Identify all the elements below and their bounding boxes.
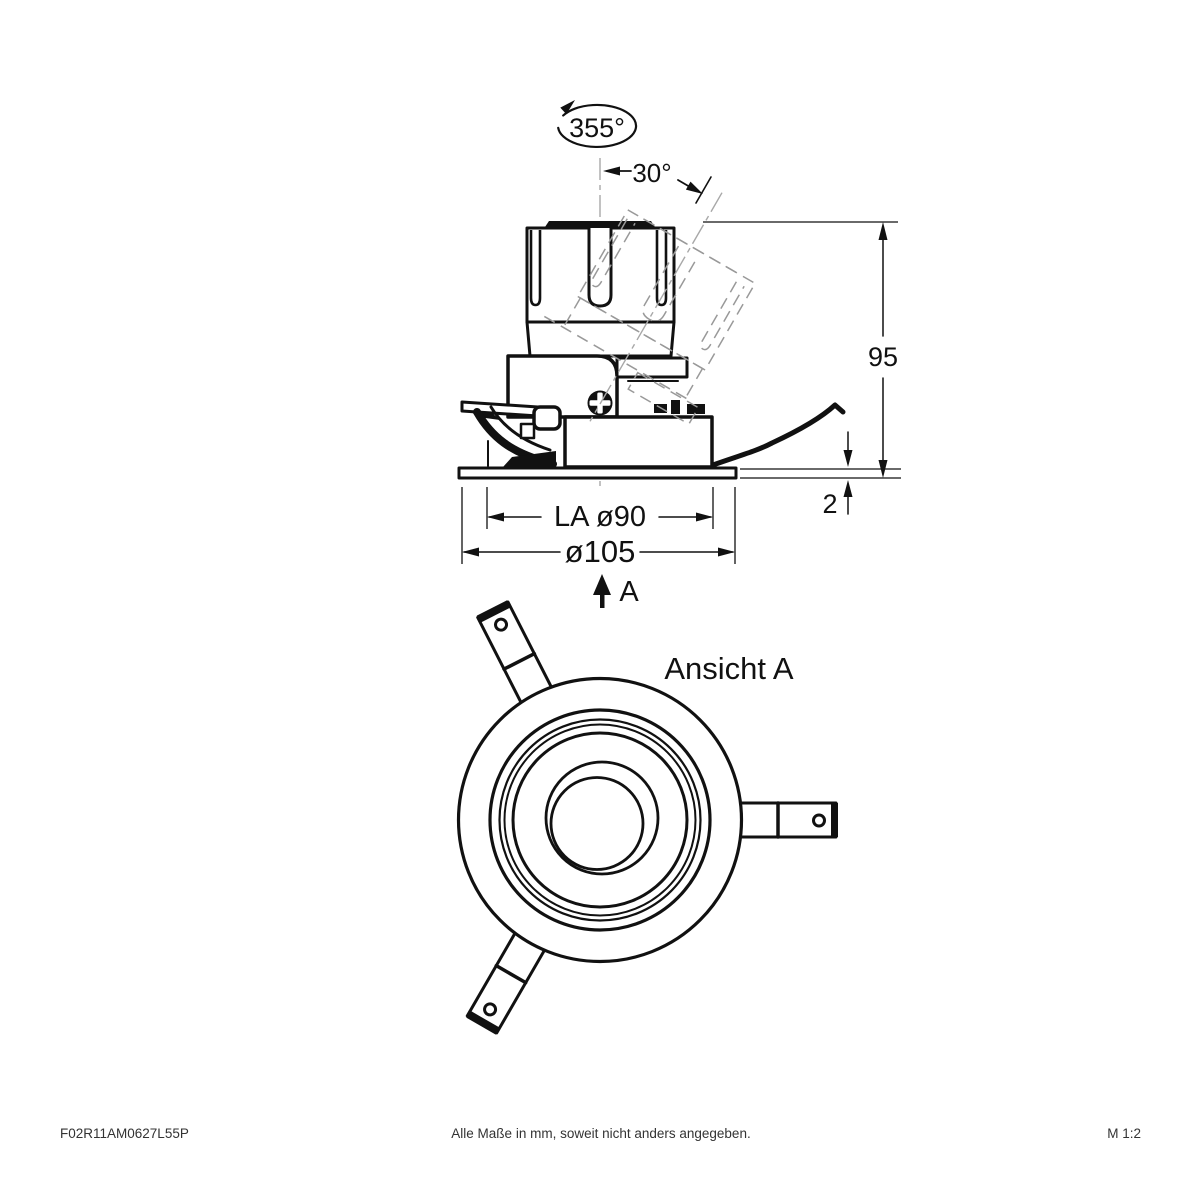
top-view: Ansicht A — [456, 600, 838, 1035]
height-dimension: 95 — [703, 221, 901, 479]
mounting-tab-right — [734, 801, 838, 839]
spring-clip — [460, 400, 562, 468]
trim-thickness-dimension: 2 — [822, 431, 853, 519]
view-direction-marker: A — [593, 574, 639, 608]
dimensions: 355° 30° 95 2 — [461, 100, 901, 608]
footer-note: Alle Maße in mm, soweit nicht anders ang… — [451, 1126, 750, 1141]
tilted-lamp-ghost-outline — [543, 192, 757, 426]
tilt-angle-label: 30° — [632, 158, 671, 188]
trim-thickness-label: 2 — [822, 489, 837, 519]
height-label: 95 — [868, 342, 898, 372]
side-elevation-view — [457, 221, 846, 480]
trim-rings — [456, 676, 744, 964]
outer-diameter-label: ø105 — [565, 534, 636, 569]
outer-diameter-dimension: ø105 — [461, 487, 736, 569]
rotation-symbol: 355° — [557, 100, 638, 149]
cutout-dimension: LA ø90 — [486, 487, 714, 533]
view-marker-label: A — [619, 576, 639, 608]
housing-box — [563, 415, 714, 469]
top-view-title: Ansicht A — [664, 651, 794, 686]
rotation-angle-label: 355° — [569, 113, 625, 143]
wire-spring — [710, 402, 846, 468]
article-number: F02R11AM0627L55P — [60, 1126, 189, 1141]
tilt-dimension: 30° — [603, 158, 712, 204]
cutout-diameter-label: LA ø90 — [554, 501, 646, 533]
footer: F02R11AM0627L55P Alle Maße in mm, soweit… — [60, 1126, 1141, 1141]
trim-ring-plate — [457, 466, 738, 480]
heat-sink — [525, 221, 676, 358]
scale-label: M 1:2 — [1107, 1126, 1141, 1141]
lamp-aperture — [544, 760, 660, 876]
